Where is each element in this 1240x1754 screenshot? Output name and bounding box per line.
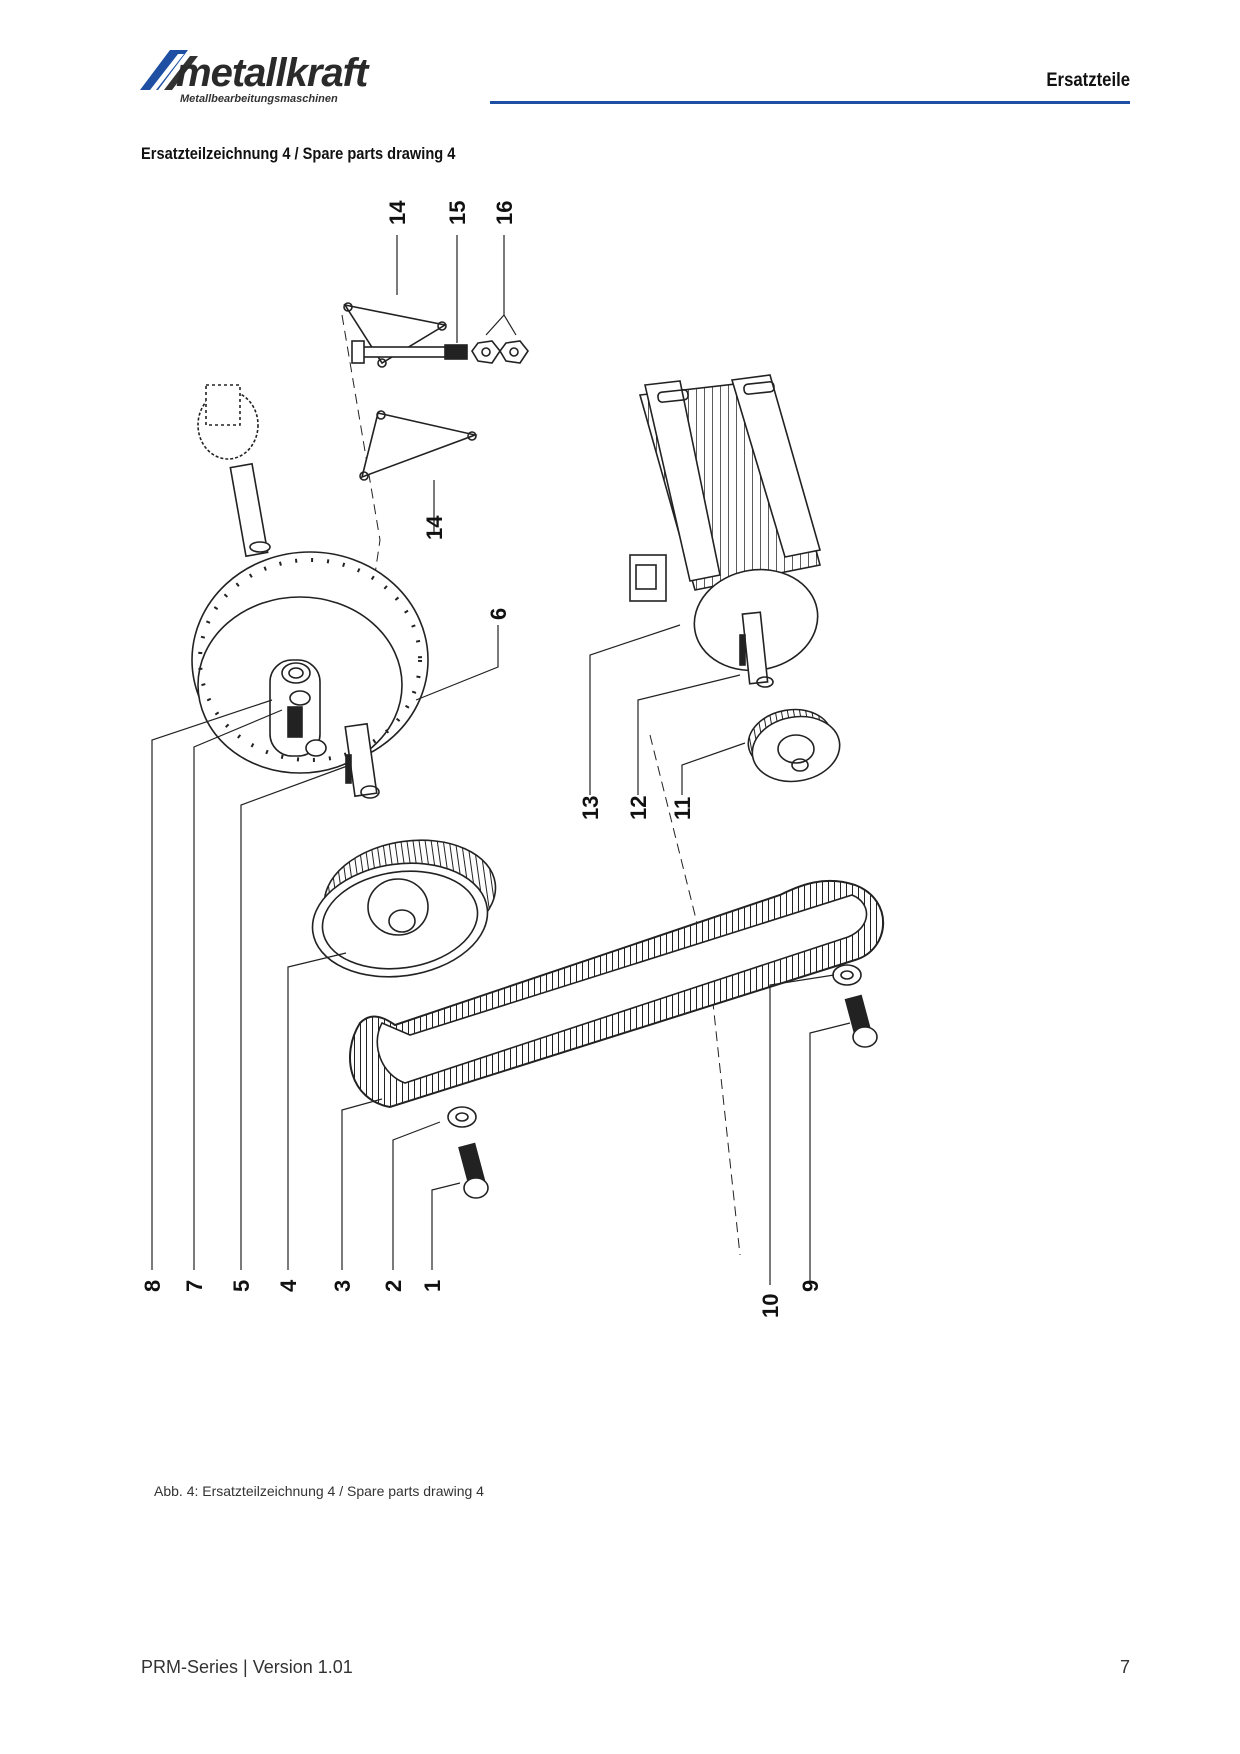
callout-14-top: 14 (385, 200, 410, 225)
metallkraft-logo: metallkraft Metallbearbeitungsmaschinen (140, 50, 371, 105)
footer-version: PRM-Series | Version 1.01 (141, 1657, 353, 1677)
callout-16: 16 (492, 201, 517, 225)
header-rule (490, 101, 1130, 104)
bolt-15 (351, 340, 468, 364)
figure-caption: Abb. 4: Ersatzteilzeichnung 4 / Spare pa… (154, 1483, 484, 1499)
spare-parts-drawing: 14 15 16 14 6 8 7 5 4 3 2 1 10 9 13 12 1… (140, 200, 885, 1318)
callout-12: 12 (626, 796, 651, 820)
input-shaft (197, 384, 271, 558)
bracket-upper (343, 302, 448, 368)
small-pulley (747, 708, 841, 783)
nuts-16 (471, 340, 529, 364)
callout-13: 13 (578, 796, 603, 820)
bracket-lower (359, 410, 478, 481)
callout-2: 2 (381, 1280, 406, 1292)
motor (629, 374, 822, 688)
header-section-title: Ersatzteile (1046, 70, 1130, 91)
callout-3: 3 (330, 1280, 355, 1292)
large-pulley (311, 839, 497, 978)
washer-2 (447, 1106, 477, 1128)
callout-10: 10 (758, 1294, 783, 1318)
callout-1: 1 (420, 1280, 445, 1292)
bolt-9 (844, 994, 878, 1048)
logo-mark-icon (140, 50, 198, 90)
timing-belt (349, 879, 885, 1109)
callout-9: 9 (798, 1280, 823, 1292)
logo-tagline: Metallbearbeitungsmaschinen (180, 93, 338, 105)
callout-5: 5 (229, 1280, 254, 1292)
page-number: 7 (1119, 1657, 1130, 1677)
page-title: Ersatzteilzeichnung 4 / Spare parts draw… (141, 144, 456, 163)
callout-15: 15 (445, 201, 470, 225)
washer-10 (832, 964, 862, 986)
callout-4: 4 (276, 1279, 301, 1292)
bolt-1 (458, 1142, 489, 1199)
callout-7: 7 (182, 1280, 207, 1292)
logo-wordmark: metallkraft (176, 51, 370, 95)
gear-housing (191, 551, 429, 799)
callout-14-bottom: 14 (422, 515, 447, 540)
callout-6: 6 (486, 608, 511, 620)
callout-8: 8 (140, 1280, 165, 1292)
callout-11: 11 (670, 797, 695, 820)
